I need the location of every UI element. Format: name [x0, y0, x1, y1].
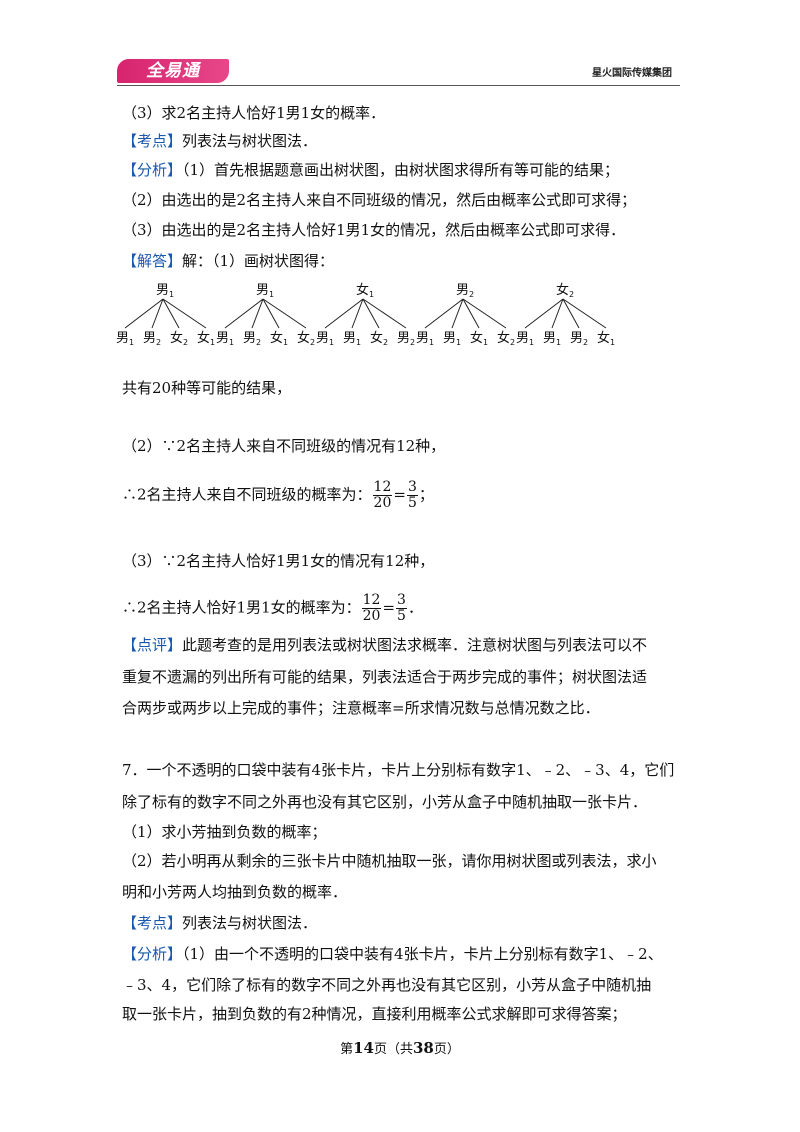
tree-branch: [362, 298, 380, 329]
text-line: 【解答】解：（1）画树状图得：: [122, 252, 335, 270]
text-line: （1）求小芳抽到负数的概率；: [122, 823, 327, 841]
tree-branch: [324, 298, 364, 329]
tree-branch: [262, 298, 307, 329]
tree-branch: [362, 298, 407, 329]
tree-node-leaf: 男1: [316, 331, 334, 347]
tree-branch: [562, 298, 580, 329]
tree-branch: [424, 298, 464, 329]
tree-node-leaf: 女2: [170, 330, 188, 347]
text-line: （2）由选出的是2名主持人来自不同班级的情况，然后由概率公式即可求得；: [122, 191, 637, 209]
text-line: 取一张卡片，抽到负数的有2种情况，直接利用概率公式求解即可求得答案；: [122, 1005, 627, 1023]
section-tag: 【分析】: [122, 945, 183, 963]
tree-branch: [562, 298, 607, 329]
tree-branch: [251, 298, 264, 329]
tree-node-leaf: 女1: [197, 330, 215, 347]
section-tag: 【点评】: [122, 636, 183, 654]
text-line: 共有20种等可能的结果，: [122, 379, 292, 397]
tree-branch: [124, 298, 164, 329]
tree-node-leaf: 男2: [397, 331, 415, 347]
text-line: 【考点】列表法与树状图法．: [122, 914, 318, 932]
text-line: （3）∵2名主持人恰好1男1女的情况有12种，: [122, 552, 435, 570]
tree-node-leaf: 女1: [470, 330, 488, 347]
tree-branch: [351, 298, 364, 329]
tree-node-leaf: 男1: [216, 331, 234, 347]
text-line: 重复不遗漏的列出所有可能的结果，列表法适合于两步完成的事件；树状图法适: [122, 668, 648, 686]
text-line: 除了标有的数字不同之外再也没有其它区别，小芳从盒子中随机抽取一张卡片．: [122, 793, 648, 811]
tree-node-leaf: 女1: [597, 330, 615, 347]
tree-node-leaf: 男1: [343, 331, 361, 347]
text-line: 7．一个不透明的口袋中装有4张卡片，卡片上分别标有数字1、﹣2、﹣3、4，它们: [122, 761, 675, 779]
tree-node-root: 男2: [456, 283, 474, 299]
tree-node-root: 男1: [156, 283, 174, 299]
text-line: 【分析】（1）由一个不透明的口袋中装有4张卡片，卡片上分别标有数字1、﹣2、: [122, 945, 663, 963]
tree-branch: [462, 298, 507, 329]
section-tag: 【考点】: [122, 132, 183, 150]
tree-node-root: 女2: [556, 282, 574, 299]
tree-node-leaf: 女2: [370, 330, 388, 347]
tree-node-leaf: 女2: [297, 330, 315, 347]
text-line: 合两步或两步以上完成的事件；注意概率=所求情况数与总情况数之比．: [122, 699, 600, 717]
tree-branch: [162, 298, 207, 329]
brand-name: 星火国际传媒集团: [592, 68, 672, 79]
text-line: 【考点】列表法与树状图法．: [122, 132, 318, 150]
tree-branch: [462, 298, 480, 329]
header-rule: [117, 85, 680, 86]
tree-node-leaf: 男1: [416, 331, 434, 347]
text-line: （3）求2名主持人恰好1男1女的概率．: [122, 104, 386, 122]
tree-branch: [451, 298, 464, 329]
tree-node-leaf: 男1: [543, 331, 561, 347]
page-header: 全易通 星火国际传媒集团: [117, 57, 680, 87]
tree-node-leaf: 男2: [243, 331, 261, 347]
tree-node-root: 男1: [256, 283, 274, 299]
tree-node-leaf: 女2: [497, 330, 515, 347]
tree-node-leaf: 女1: [270, 330, 288, 347]
tree-branch: [151, 298, 164, 329]
tree-node-leaf: 男1: [116, 331, 134, 347]
tree-branch: [524, 298, 564, 329]
tree-node-leaf: 男2: [570, 331, 588, 347]
tree-branch: [262, 298, 280, 329]
text-line: ﹣3、4，它们除了标有的数字不同之外再也没有其它区别，小芳从盒子中随机抽: [122, 976, 652, 994]
text-line: （3）由选出的是2名主持人恰好1男1女的情况，然后由概率公式即可求得．: [122, 221, 626, 239]
tree-branch: [162, 298, 180, 329]
page-footer: 第14页（共38页）: [340, 1039, 460, 1057]
text-line: 明和小芳两人均抽到负数的概率．: [122, 883, 348, 901]
logo: 全易通: [117, 59, 229, 83]
text-line: 【点评】此题考查的是用列表法或树状图法求概率．注意树状图与列表法可以不: [122, 636, 648, 654]
tree-branch: [224, 298, 264, 329]
section-tag: 【分析】: [122, 161, 183, 179]
tree-node-root: 女1: [356, 282, 374, 299]
text-line: （2）∵2名主持人来自不同班级的情况有12种，: [122, 437, 446, 455]
text-line: 【分析】（1）首先根据题意画出树状图，由树状图求得所有等可能的结果；: [122, 161, 620, 179]
section-tag: 【考点】: [122, 914, 183, 932]
tree-node-leaf: 男2: [143, 331, 161, 347]
page-number: 14: [353, 1039, 374, 1057]
tree-node-leaf: 男1: [516, 331, 534, 347]
page-total: 38: [413, 1039, 434, 1057]
tree-node-leaf: 男1: [443, 331, 461, 347]
section-tag: 【解答】: [122, 252, 183, 270]
tree-branch: [551, 298, 564, 329]
text-line: （2）若小明再从剩余的三张卡片中随机抽取一张，请你用树状图或列表法，求小: [122, 852, 657, 870]
